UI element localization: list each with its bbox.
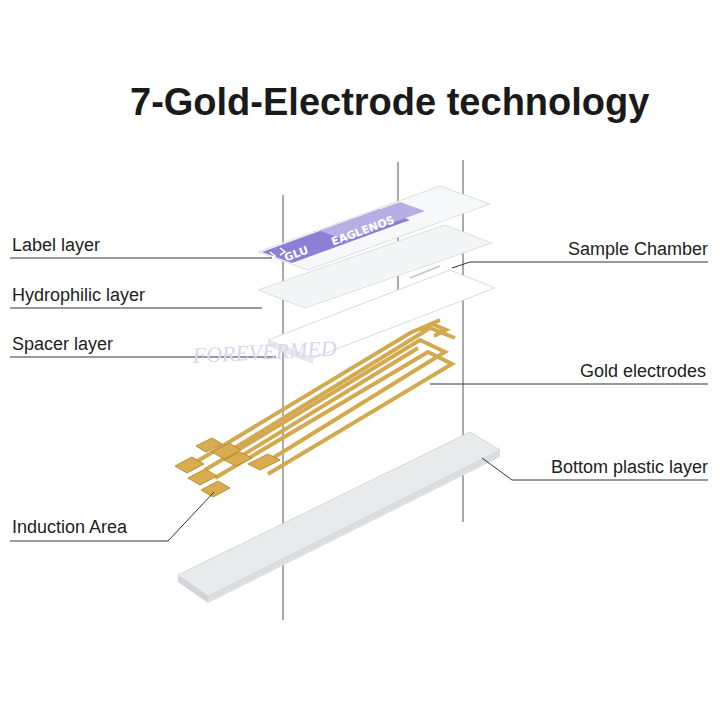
electrode-pads [175, 438, 280, 497]
leader-lines [10, 258, 708, 541]
bottom-layer-edge [178, 575, 208, 603]
part-label: Label layer [12, 236, 100, 256]
bottom-layer [178, 432, 500, 596]
sample-chamber-slot [410, 266, 440, 278]
part-label: Bottom plastic layer [551, 458, 708, 478]
label-layer [258, 186, 490, 270]
part-label: Sample Chamber [568, 240, 708, 260]
part-label: Induction Area [12, 518, 127, 538]
part-label: Hydrophilic layer [12, 286, 145, 306]
bottom-layer-edge [208, 450, 500, 603]
watermark: FOREVERMED [192, 336, 337, 368]
part-label: Gold electrodes [580, 362, 706, 382]
part-label: Spacer layer [12, 335, 113, 355]
diagram-title: 7-Gold-Electrode technology [130, 82, 649, 124]
